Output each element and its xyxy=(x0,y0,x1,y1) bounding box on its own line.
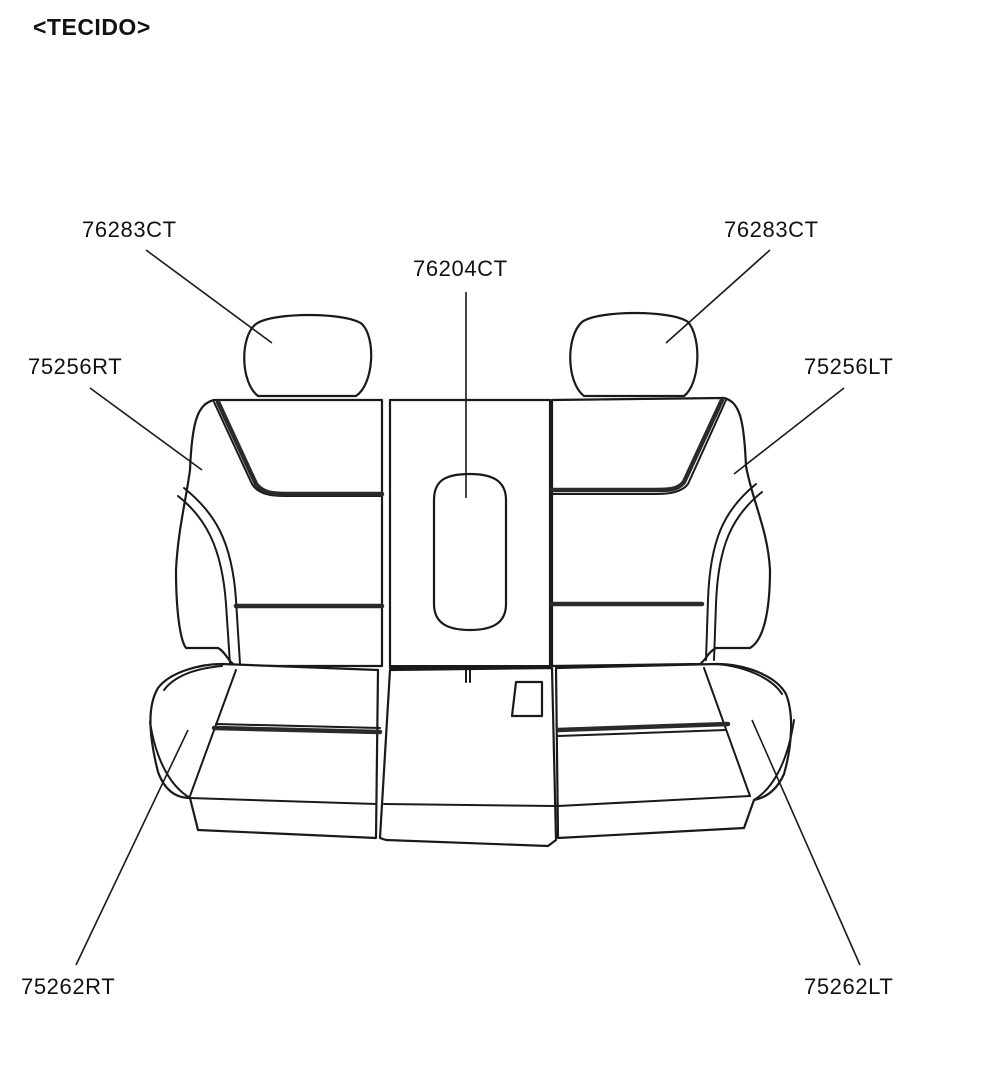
seatback-right xyxy=(550,396,772,668)
label-cushion-left-side: 75262LT xyxy=(804,974,893,999)
cushion-left xyxy=(149,662,380,840)
label-headrest-right: 76283CT xyxy=(724,217,819,242)
headrest-left xyxy=(243,313,373,398)
seatback-left xyxy=(174,398,384,668)
label-headrest-left: 76283CT xyxy=(82,217,177,242)
headrest-right xyxy=(569,311,699,398)
label-back-left-side: 75256LT xyxy=(804,354,893,379)
label-cushion-right-side: 75262RT xyxy=(21,974,115,999)
seatbelt-buckle xyxy=(510,680,544,718)
label-center-back: 76204CT xyxy=(413,256,508,281)
diagram-title: <TECIDO> xyxy=(33,14,151,40)
label-back-right-side: 75256RT xyxy=(28,354,122,379)
cushion-right xyxy=(554,662,793,840)
armrest-panel xyxy=(432,472,508,632)
